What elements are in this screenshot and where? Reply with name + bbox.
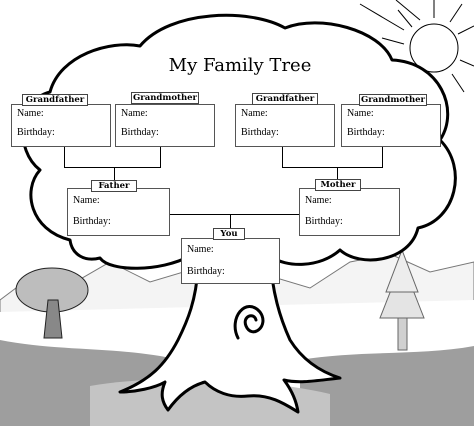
grandfather-paternal-card: Name: Birthday: [11,104,111,147]
tree-trunk [118,255,342,414]
grandfather-paternal-label: Grandfather [22,94,88,106]
connector-pgf-down [64,146,65,168]
trunk-spiral [233,305,265,340]
grandfather-maternal-label: Grandfather [252,93,318,105]
name-label: Name: [305,195,332,206]
small-tree-left [15,267,89,339]
name-label: Name: [347,108,374,119]
birthday-label: Birthday: [121,127,159,138]
connector-mgm-down [382,146,383,168]
connector-pgm-down [160,146,161,168]
mother-card: Name: Birthday: [299,188,400,236]
connector-maternal-bar [282,167,383,168]
grandmother-maternal-label: Grandmother [359,94,427,106]
name-label: Name: [187,244,214,255]
connector-parents-bar [170,214,299,215]
connector-mgf-down [282,146,283,168]
grandmother-paternal-card: Name: Birthday: [115,104,215,147]
name-label: Name: [73,195,100,206]
birthday-label: Birthday: [347,127,385,138]
you-label: You [213,228,245,240]
birthday-label: Birthday: [187,266,225,277]
connector-to-you [230,214,231,228]
birthday-label: Birthday: [241,127,279,138]
grandfather-maternal-card: Name: Birthday: [235,104,335,147]
name-label: Name: [17,108,44,119]
sun-icon [359,0,474,100]
mother-label: Mother [315,179,361,191]
connector-paternal-bar [64,167,161,168]
birthday-label: Birthday: [73,216,111,227]
name-label: Name: [121,108,148,119]
birthday-label: Birthday: [17,127,55,138]
birthday-label: Birthday: [305,216,343,227]
connector-to-father [114,167,115,185]
father-label: Father [91,180,137,192]
name-label: Name: [241,108,268,119]
you-card: Name: Birthday: [181,238,280,284]
pine-tree-right [379,248,425,351]
grandmother-maternal-card: Name: Birthday: [341,104,441,147]
connector-to-mother [337,167,338,183]
page-title: My Family Tree [168,55,312,76]
grandmother-paternal-label: Grandmother [131,92,199,104]
father-card: Name: Birthday: [67,188,170,236]
